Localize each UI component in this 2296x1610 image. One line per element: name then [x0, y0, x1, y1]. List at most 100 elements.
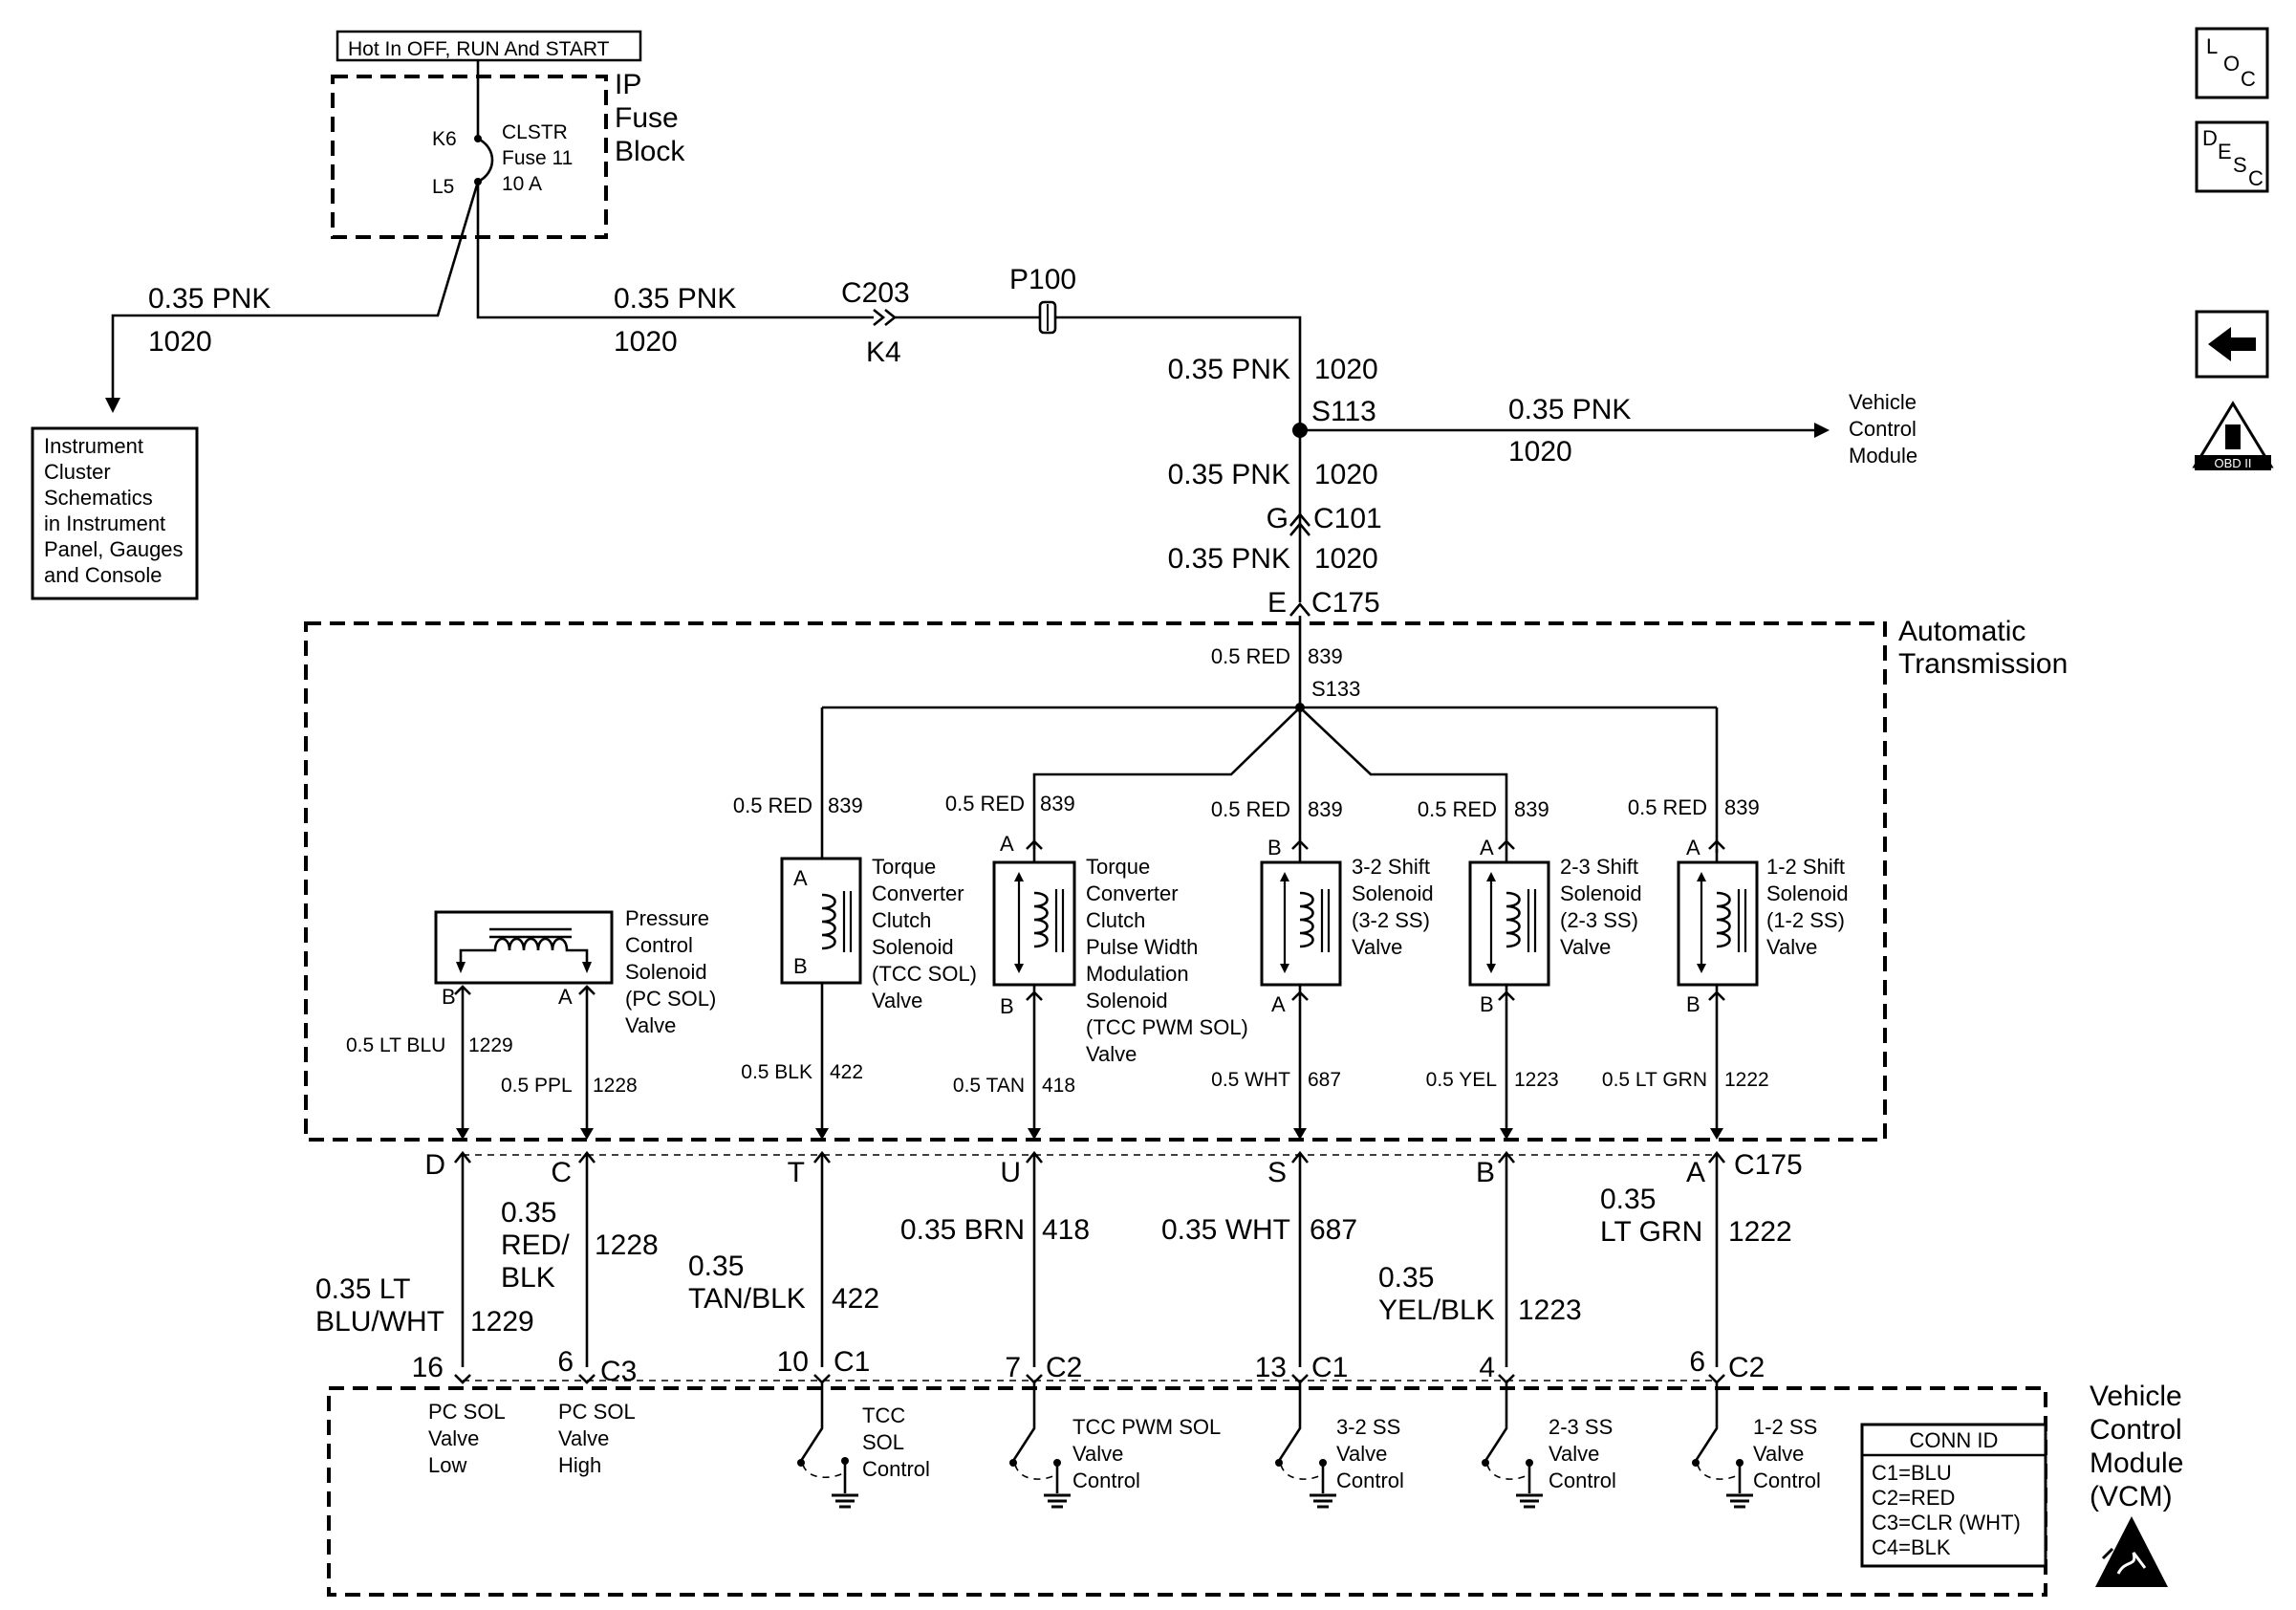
svg-text:Solenoid: Solenoid [1560, 881, 1642, 905]
svg-text:C2: C2 [1728, 1352, 1765, 1383]
svg-text:1228: 1228 [593, 1075, 638, 1097]
svg-text:16: 16 [412, 1352, 444, 1383]
svg-text:B: B [1476, 1157, 1495, 1188]
automatic-transmission: Automatic Transmission 0.5 RED 839 S133 … [304, 616, 2068, 1142]
main-feed: 0.35 PNK 1020 C203 K4 P100 0.35 PNK 1020… [476, 182, 1917, 619]
svg-text:A: A [1271, 992, 1286, 1016]
vert-wire-3-circuit: 1020 [1314, 543, 1378, 575]
svg-text:Control: Control [1336, 1469, 1404, 1492]
hot-label-box [336, 30, 642, 62]
arrow-down-icon [105, 398, 120, 413]
svg-text:7: 7 [1005, 1352, 1021, 1383]
instrument-box-line-1: Instrument [44, 434, 143, 458]
vert-wire-2-color: 0.35 PNK [1168, 459, 1290, 490]
svg-text:6: 6 [1689, 1346, 1705, 1378]
svg-text:C: C [551, 1157, 572, 1188]
svg-text:LT GRN: LT GRN [1600, 1216, 1702, 1248]
svg-text:Valve: Valve [625, 1013, 676, 1037]
ss-2-3-driver [1482, 1415, 1543, 1509]
svg-text:D: D [424, 1149, 445, 1181]
svg-text:B: B [1000, 994, 1014, 1018]
shift-solenoid-3-2: 0.5 RED 839 B A 0.5 WHT 687 3-2 Shift So… [1211, 797, 1434, 1136]
svg-text:Module: Module [2090, 1447, 2183, 1479]
svg-text:Valve: Valve [428, 1426, 479, 1450]
fuse-terminal-k6 [474, 135, 482, 142]
svg-text:3-2 Shift: 3-2 Shift [1352, 855, 1430, 879]
svg-text:Control: Control [1072, 1469, 1140, 1492]
svg-text:2-3 Shift: 2-3 Shift [1560, 855, 1638, 879]
svg-text:D: D [2202, 126, 2218, 150]
svg-text:Control: Control [1549, 1469, 1616, 1492]
obd-ii-icon[interactable]: OBD II [2192, 401, 2274, 470]
svg-text:C2: C2 [1046, 1352, 1082, 1383]
shift-solenoid-2-3-body [1468, 860, 1550, 987]
desc-icon[interactable]: D E S C [2195, 120, 2269, 193]
s133-label: S133 [1311, 677, 1360, 701]
vert-wire-2-circuit: 1020 [1314, 459, 1378, 490]
conn-id-table: CONN ID C1=BLU C2=RED C3=CLR (WHT) C4=BL… [1860, 1423, 2047, 1568]
svg-text:E: E [2218, 140, 2232, 163]
svg-text:1-2 Shift: 1-2 Shift [1766, 855, 1845, 879]
svg-text:0.5 PPL: 0.5 PPL [501, 1075, 573, 1097]
svg-text:Solenoid: Solenoid [1086, 989, 1168, 1012]
svg-text:0.35 BRN: 0.35 BRN [900, 1214, 1025, 1246]
svg-text:C1=BLU: C1=BLU [1872, 1461, 1952, 1485]
svg-text:0.35 LT: 0.35 LT [315, 1273, 411, 1305]
svg-text:Valve: Valve [1560, 935, 1611, 959]
svg-text:C: C [2241, 67, 2256, 91]
svg-text:Valve: Valve [1766, 935, 1817, 959]
ground-icon [1726, 1493, 1753, 1509]
c175-top-label: C175 [1311, 587, 1380, 619]
pc-pin-b: B [442, 985, 456, 1009]
svg-text:0.5 LT GRN: 0.5 LT GRN [1602, 1069, 1707, 1091]
svg-text:1228: 1228 [595, 1229, 659, 1261]
lower-wire-labels: 0.35 LT BLU/WHT 1229 0.35 RED/ BLK 1228 … [315, 1184, 1792, 1338]
svg-text:1222: 1222 [1724, 1069, 1769, 1091]
svg-text:SOL: SOL [862, 1430, 904, 1454]
svg-text:O: O [2223, 52, 2240, 76]
svg-text:T: T [788, 1157, 805, 1188]
tcc-solenoid-body [780, 857, 862, 985]
svg-text:Valve: Valve [1753, 1442, 1804, 1466]
vert-wire-1-circuit: 1020 [1314, 354, 1378, 385]
vehicle-control-module: Vehicle Control Module (VCM) 16 6 C3 10 … [327, 1346, 2183, 1597]
svg-text:Valve: Valve [872, 989, 922, 1012]
svg-text:6: 6 [557, 1346, 574, 1378]
c175-connector-row: D C T U S B A C175 [424, 1149, 1803, 1367]
svg-text:2-3 SS: 2-3 SS [1549, 1415, 1613, 1439]
svg-text:B: B [1267, 836, 1282, 859]
p100-label: P100 [1009, 264, 1076, 295]
svg-text:Pressure: Pressure [625, 906, 709, 930]
svg-text:(2-3 SS): (2-3 SS) [1560, 908, 1638, 932]
svg-text:A: A [793, 866, 808, 890]
fuse-block-label-3: Block [615, 136, 685, 167]
back-arrow-icon[interactable] [2195, 310, 2269, 379]
svg-text:422: 422 [832, 1283, 879, 1315]
svg-text:OBD II: OBD II [2214, 456, 2251, 470]
instrument-box-line-3: Schematics [44, 486, 153, 510]
svg-text:Converter: Converter [872, 881, 964, 905]
shift-solenoid-1-2: 0.5 RED 839 A B 0.5 LT GRN 1222 1-2 Shif… [1602, 795, 1849, 1136]
svg-text:RED/: RED/ [501, 1229, 570, 1261]
svg-text:B: B [793, 954, 808, 978]
transmission-label-1: Automatic [1898, 616, 2025, 647]
pc-solenoid: Pressure Control Solenoid (PC SOL) Valve… [346, 906, 716, 1136]
c175-top-pin: E [1267, 587, 1287, 619]
fuse-element [476, 60, 494, 184]
loc-icon[interactable]: L O C [2195, 27, 2269, 99]
feed-wire-circuit: 839 [1308, 644, 1343, 668]
svg-text:TCC PWM SOL: TCC PWM SOL [1072, 1415, 1221, 1439]
svg-text:Valve: Valve [1086, 1042, 1137, 1066]
esd-warning-icon [2095, 1516, 2168, 1587]
svg-text:(PC SOL): (PC SOL) [625, 987, 716, 1011]
fuse-block-label-2: Fuse [615, 102, 679, 134]
svg-text:(3-2 SS): (3-2 SS) [1352, 908, 1430, 932]
svg-text:0.5 YEL: 0.5 YEL [1426, 1069, 1497, 1091]
svg-text:13: 13 [1255, 1352, 1287, 1383]
svg-text:839: 839 [828, 794, 863, 817]
svg-text:C4=BLK: C4=BLK [1872, 1535, 1951, 1559]
svg-text:Control: Control [862, 1457, 930, 1481]
svg-text:0.35 WHT: 0.35 WHT [1161, 1214, 1290, 1246]
transmission-label-2: Transmission [1898, 648, 2068, 680]
fuse-block: Hot In OFF, RUN And START IP Fuse Block … [331, 30, 685, 239]
